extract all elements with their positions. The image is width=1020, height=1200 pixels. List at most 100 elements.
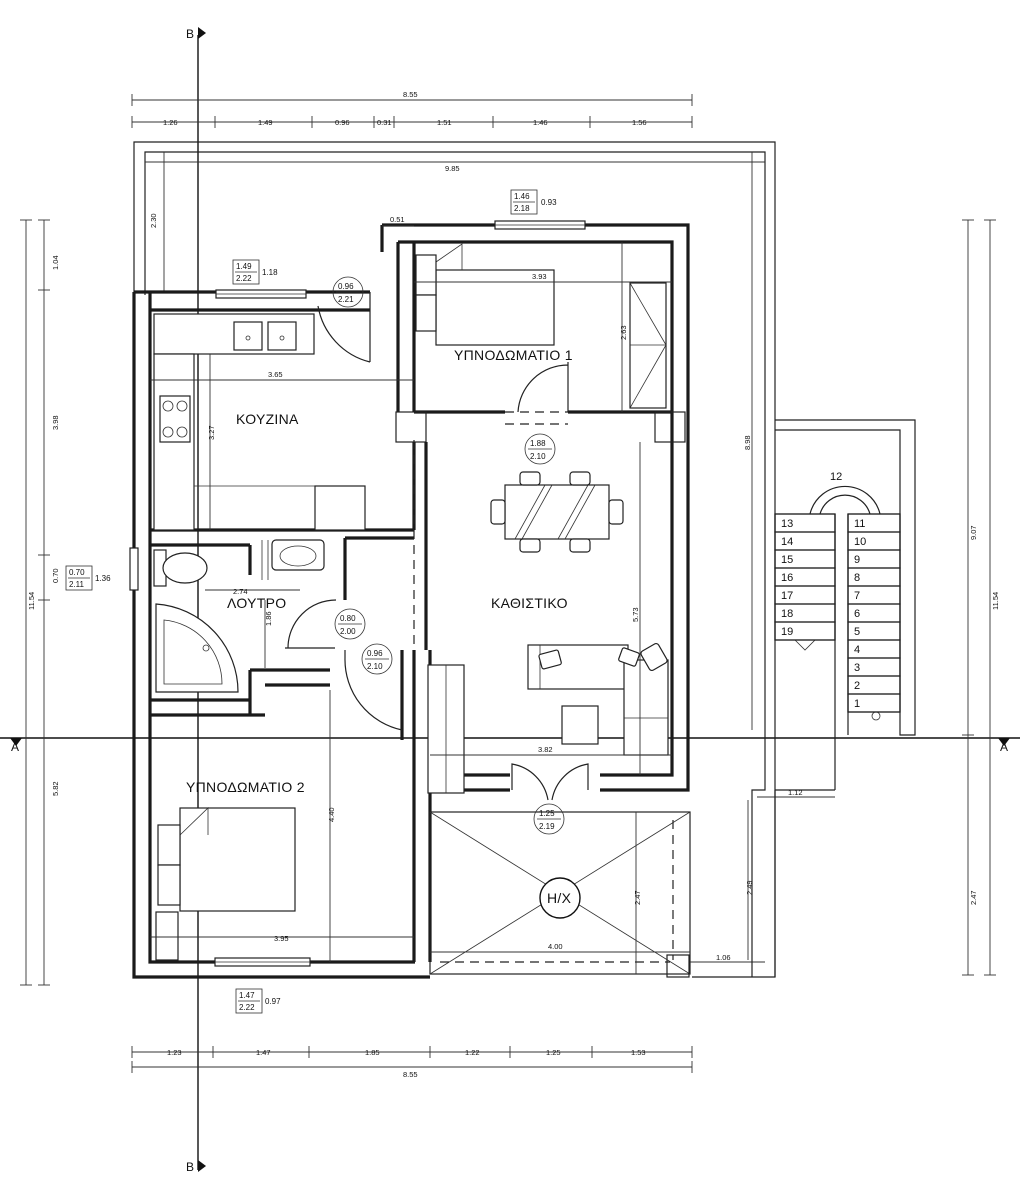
stair-number-left: 14 <box>781 536 793 548</box>
dim-left-seg-4: 5.82 <box>51 781 60 796</box>
dim-106: 1.06 <box>716 953 731 962</box>
svg-text:1.49: 1.49 <box>236 262 252 271</box>
dim-440: 4.40 <box>327 807 336 822</box>
stair-step <box>847 693 901 713</box>
room-labels: ΥΠΝΟΔΩΜΑΤΙΟ 1 ΚΟΥΖΙΝΑ ΚΑΘΙΣΤΙΚΟ ΛΟΥΤΡΟ Υ… <box>186 347 581 919</box>
dim-573: 5.73 <box>631 607 640 622</box>
dim-327: 3.27 <box>207 425 216 440</box>
dim-right-outer: 11.54 <box>991 592 1000 610</box>
svg-text:2.21: 2.21 <box>338 295 354 304</box>
room-label-bath: ΛΟΥΤΡΟ <box>227 595 286 611</box>
toilet <box>162 552 208 584</box>
stair-number-right: 3 <box>854 662 860 674</box>
dim-left-seg-3: 0.70 <box>51 568 60 583</box>
stair-number-left: 18 <box>781 608 793 620</box>
svg-text:0.80: 0.80 <box>340 614 356 623</box>
svg-text:2.19: 2.19 <box>539 822 555 831</box>
dim-left-seg-1: 1.04 <box>51 255 60 270</box>
dim-bottom-total: 8.55 <box>403 1070 418 1079</box>
room-label-bedroom2: ΥΠΝΟΔΩΜΑΤΙΟ 2 <box>186 779 305 795</box>
chair <box>608 499 624 525</box>
svg-text:2.10: 2.10 <box>530 452 546 461</box>
furniture <box>153 243 669 961</box>
chair <box>519 471 541 486</box>
door-tag-1: 0.96 2.21 <box>332 276 364 308</box>
dim-112: 1.12 <box>788 788 803 797</box>
dim-382: 3.82 <box>538 745 553 754</box>
window-tag-3: 0.70 2.11 1.36 <box>65 565 111 591</box>
dims-bottom: 1.23 1.47 1.85 1.22 1.25 1.53 8.55 <box>131 1046 693 1079</box>
armchair <box>640 642 668 672</box>
chair <box>569 538 591 553</box>
stair-number-right: 9 <box>854 554 860 566</box>
dim-230: 2.30 <box>149 213 158 228</box>
nightstand-4 <box>157 864 181 906</box>
dim-right-lower: 2.47 <box>969 890 978 905</box>
cushion <box>618 647 640 667</box>
corner-bathtub <box>155 603 239 693</box>
coffee-table <box>561 705 599 745</box>
axis-a-label-left: A <box>11 740 19 754</box>
stair-number-left: 13 <box>781 518 793 530</box>
wardrobe <box>629 282 667 409</box>
chair <box>519 538 541 553</box>
axis-a-arrow-right <box>998 738 1010 746</box>
svg-text:2.22: 2.22 <box>239 1003 255 1012</box>
cushion <box>538 649 562 670</box>
dim-top-seg-3: 0.96 <box>335 118 350 127</box>
dim-bottom-seg-5: 1.25 <box>546 1048 561 1057</box>
dim-top-seg-6: 1.46 <box>533 118 548 127</box>
dining-table <box>504 484 610 540</box>
door-kitchen <box>317 292 371 363</box>
dim-051: 0.51 <box>390 215 405 224</box>
chair <box>490 499 506 525</box>
window-tag-1: 1.46 2.18 0.93 <box>510 189 557 215</box>
stair-number-right: 11 <box>854 518 865 530</box>
stair-number-right: 6 <box>854 608 860 620</box>
axis-b-arrow-top <box>198 27 206 39</box>
dim-395: 3.95 <box>274 934 289 943</box>
door-bedroom2 <box>344 650 403 731</box>
door-tag-5: 1.25 2.19 <box>533 803 565 835</box>
stair-number-right: 7 <box>854 590 860 602</box>
svg-text:1.18: 1.18 <box>262 268 278 277</box>
stair-number-right: 2 <box>854 680 860 692</box>
dim-top-seg-2: 1.49 <box>258 118 273 127</box>
section-axes: B B A A <box>0 27 1020 1174</box>
dim-top-seg-1: 1.26 <box>163 118 178 127</box>
stair-number-right: 4 <box>854 644 860 656</box>
dims-top: 8.55 1.26 1.49 0.96 0.31 1.51 1.46 1.56 <box>131 90 693 128</box>
svg-text:2.11: 2.11 <box>69 580 85 589</box>
window-tags: 1.46 2.18 0.93 1.49 2.22 1.18 0.70 2.11 … <box>65 189 557 1014</box>
doors <box>285 292 589 801</box>
dim-263: 2.63 <box>619 325 628 340</box>
outer-slab: 9.85 2.30 8.98 <box>133 141 776 978</box>
dim-outer-top: 9.85 <box>445 164 460 173</box>
stair-number-left: 17 <box>781 590 793 602</box>
dim-right-upper: 9.07 <box>969 525 978 540</box>
axis-b-label-bottom: B <box>186 1160 194 1174</box>
door-bedroom1 <box>517 362 569 413</box>
dresser <box>155 911 179 961</box>
dim-top-seg-5: 1.51 <box>437 118 452 127</box>
sofa-corner <box>623 659 669 756</box>
dim-274: 2.74 <box>233 587 248 596</box>
dim-400: 4.00 <box>548 942 563 951</box>
dim-249: 2.49 <box>745 880 754 895</box>
dim-bottom-seg-4: 1.22 <box>465 1048 480 1057</box>
bed-2 <box>179 807 296 912</box>
window-bath <box>129 547 139 591</box>
dim-365: 3.65 <box>268 370 283 379</box>
svg-text:0.97: 0.97 <box>265 997 281 1006</box>
stove <box>159 395 191 443</box>
stair-number-right: 1 <box>854 698 860 710</box>
axis-b-arrow-bottom <box>198 1160 206 1172</box>
window-tag-4: 1.47 2.22 0.97 <box>235 988 281 1014</box>
dim-898: 8.98 <box>743 435 752 450</box>
svg-text:1.88: 1.88 <box>530 439 546 448</box>
stair-number-left: 15 <box>781 554 793 566</box>
svg-text:0.96: 0.96 <box>367 649 383 658</box>
dims-right: 9.07 2.47 11.54 <box>962 219 1000 976</box>
